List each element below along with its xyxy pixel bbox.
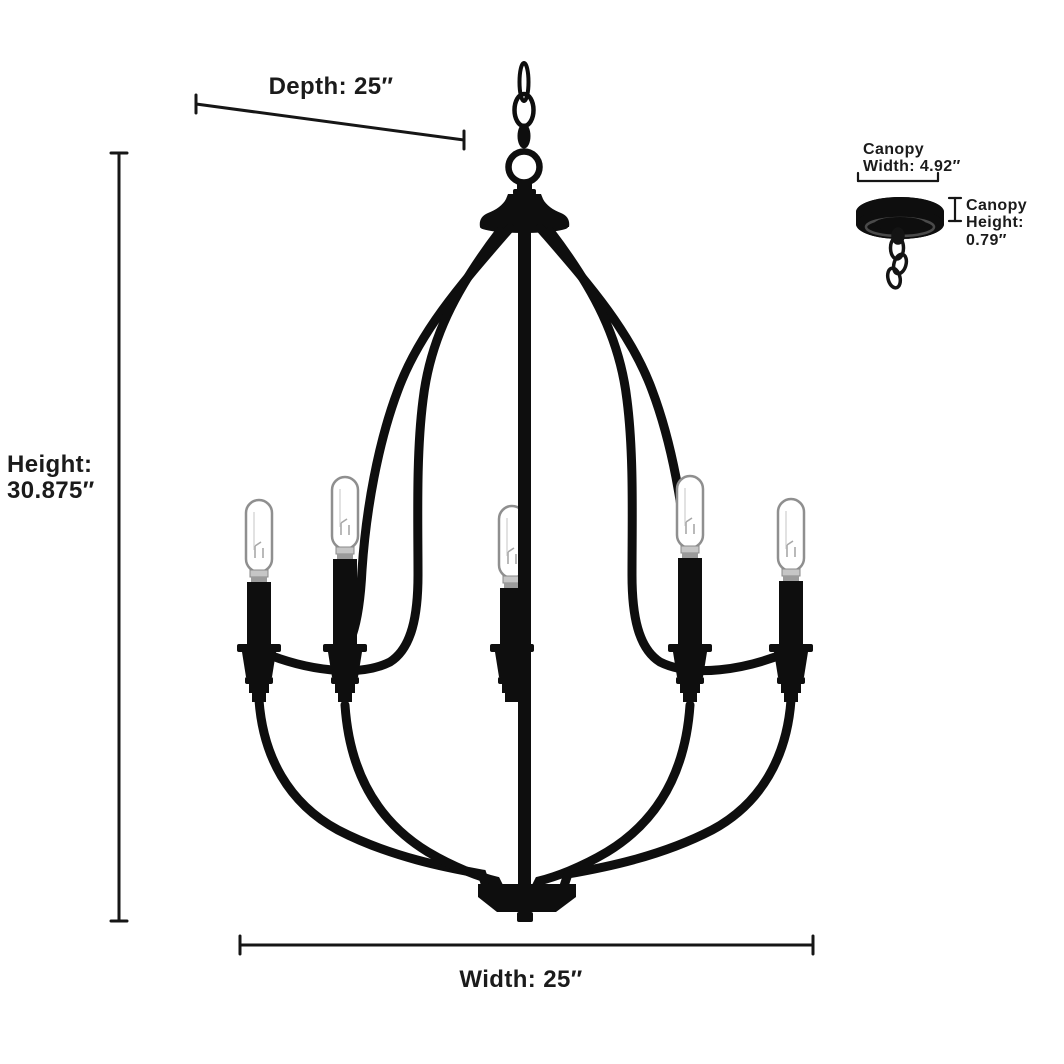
depth-dimension-line (194, 93, 466, 151)
height-label: Height: 30.875″ (7, 452, 95, 504)
height-dimension-line (109, 151, 129, 923)
canopy-width-dimension-line (856, 171, 940, 183)
width-label: Width: 25″ (459, 966, 583, 993)
top-dome (479, 182, 570, 233)
lower-arms (254, 695, 796, 892)
center-column (518, 226, 531, 886)
canopy-detail-illustration (856, 171, 963, 290)
bottom-plate (478, 884, 576, 922)
canopy-height-label-line2: Height: 0.79″ (966, 214, 1024, 249)
depth-label: Depth: 25″ (268, 73, 394, 100)
canopy-height-label-line1: Canopy (966, 197, 1028, 214)
canopy-width-label: Canopy Width: 4.92″ (863, 141, 961, 176)
candle-light-1 (237, 498, 281, 702)
height-label-line1: Height: (7, 451, 93, 478)
canopy-height-dimension-line (947, 196, 963, 223)
hanging-ring (505, 148, 543, 186)
height-label-line2: 30.875″ (7, 476, 95, 504)
canopy-disc (856, 197, 944, 239)
canopy-width-label-line2: Width: 4.92″ (863, 158, 961, 176)
canopy-chain (885, 227, 909, 290)
candle-light-5 (769, 497, 813, 702)
canopy-width-label-line1: Canopy (863, 141, 925, 158)
chain (512, 61, 536, 149)
candle-light-4 (668, 474, 712, 702)
canopy-height-label: Canopy Height: 0.79″ (966, 197, 1064, 249)
chandelier-illustration (237, 61, 813, 922)
candle-light-2 (323, 475, 367, 702)
width-dimension-line (238, 934, 815, 956)
